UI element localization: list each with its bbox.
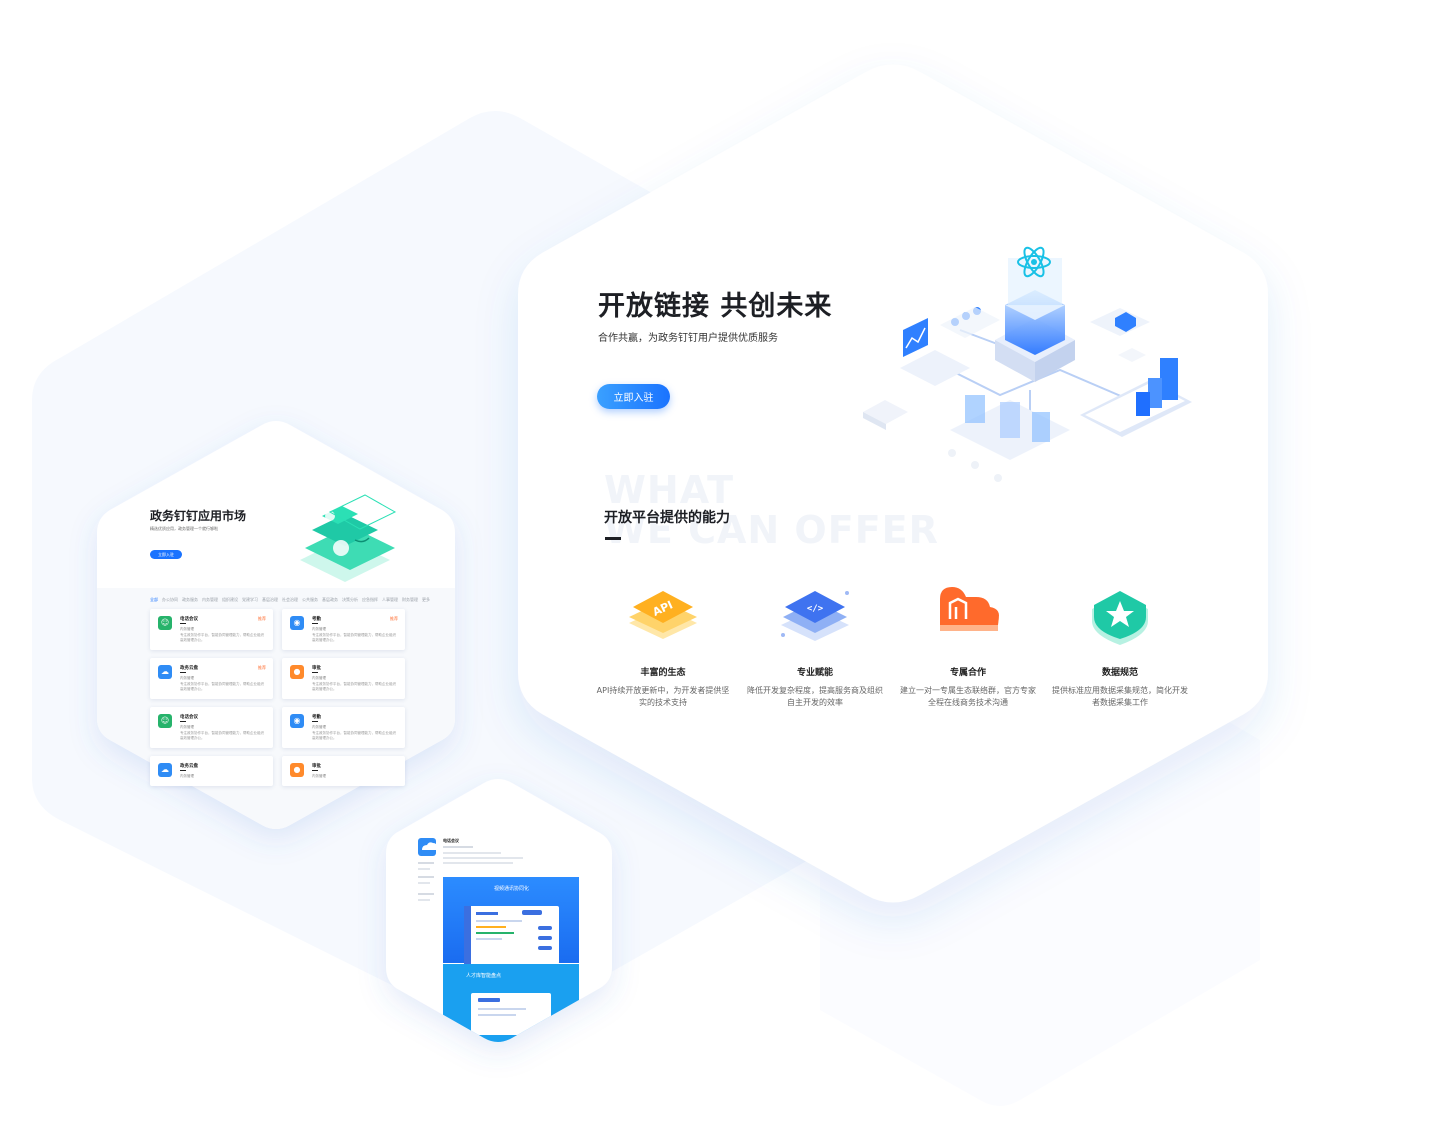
tab-decision[interactable]: 决策分析 [342, 597, 358, 602]
market-illustration [300, 494, 397, 582]
feature-partnership: 专属合作 建立一对一专属生态联络群，官方专家全程在线商务技术沟通 [898, 583, 1038, 709]
app-card[interactable]: ☺ 电话会议 内务管理 专注政务协作平台，智能协同管理能力，帮助企业组织高效管理… [150, 609, 273, 650]
person-icon: ● [290, 665, 304, 679]
detail-app-name: 电话会议 [443, 838, 459, 843]
app-card[interactable]: ☁ 政务云盘 内务管理 [150, 756, 273, 786]
tab-more[interactable]: 更多 [422, 597, 430, 602]
tab-base-gov[interactable]: 基层政务 [322, 597, 338, 602]
feature-data-standard: 数据规范 提供标准应用数据采集规范，简化开发者数据采集工作 [1050, 583, 1190, 709]
recommend-badge: 推荐 [258, 616, 266, 621]
tab-internal[interactable]: 内务管理 [202, 597, 218, 602]
api-layers-icon: API [629, 591, 697, 639]
tab-public[interactable]: 公共服务 [302, 597, 318, 602]
section-title: 开放平台提供的能力 [604, 510, 730, 526]
app-card[interactable]: ☺ 电话会议 内务管理 专注政务协作平台，智能协同管理能力，帮助企业组织高效管理… [150, 707, 273, 748]
location-pin-icon: ◉ [290, 616, 304, 630]
person-icon: ● [290, 763, 304, 777]
main-hexagon [518, 64, 1268, 903]
app-card[interactable]: ◉ 考勤 内务管理 专注政务协作平台，智能协同管理能力，帮助企业组织高效管理办公… [282, 609, 405, 650]
recommend-badge: 推荐 [390, 616, 398, 621]
recommend-badge: 推荐 [258, 665, 266, 670]
tab-grassroots[interactable]: 基层治理 [262, 597, 278, 602]
user-add-icon: ☺ [158, 616, 172, 630]
tab-office[interactable]: 办公协同 [162, 597, 178, 602]
feature-ecosystem: API 丰富的生态 API持续开放更新中，为开发者提供坚实的技术支持 [593, 583, 733, 709]
app-card[interactable]: ☁ 政务云盘 内务管理 专注政务协作平台，智能协同管理能力，帮助企业组织高效管理… [150, 658, 273, 699]
hero-illustration [863, 246, 1192, 482]
detail-banner-2-title: 人才库智能盘点 [466, 973, 502, 979]
location-pin-icon: ◉ [290, 714, 304, 728]
tab-social[interactable]: 社会治理 [282, 597, 298, 602]
svg-text:</>: </> [807, 604, 824, 614]
user-add-icon: ☺ [158, 714, 172, 728]
star-shield-icon [1092, 591, 1148, 645]
app-card[interactable]: ● 审批 内务管理 专注政务协作平台，智能协同管理能力，帮助企业组织高效管理办公… [282, 658, 405, 699]
code-layers-icon: </> [781, 591, 849, 641]
hero-title: 开放链接 共创未来 [598, 291, 833, 322]
cloud-icon: ☁ [158, 763, 172, 777]
cloud-icon: ☁ [158, 665, 172, 679]
tab-emergency[interactable]: 应急指挥 [362, 597, 378, 602]
tab-all[interactable]: 全部 [150, 597, 158, 602]
feature-empower: </> 专业赋能 降低开发复杂程度，提高服务商及组织自主开发的效率 [745, 583, 885, 709]
market-title: 政务钉钉应用市场 [150, 509, 247, 523]
app-card[interactable]: ◉ 考勤 内务管理 专注政务协作平台，智能协同管理能力，帮助企业组织高效管理办公… [282, 707, 405, 748]
tab-party[interactable]: 党建学习 [242, 597, 258, 602]
tab-org[interactable]: 组织建设 [222, 597, 238, 602]
detail-banner-1-title: 视频通讯协同化 [494, 886, 530, 892]
tab-gov-service[interactable]: 政务服务 [182, 597, 198, 602]
tab-hr[interactable]: 人事管理 [382, 597, 398, 602]
hero-subtitle: 合作共赢，为政务钉钉用户提供优质服务 [598, 333, 778, 344]
handshake-heart-icon [940, 587, 999, 631]
section-ghost-heading: WHAT WE CAN OFFER [604, 468, 939, 552]
market-category-tabs: 全部办公协同政务服务内务管理组织建设党建学习基层治理社会治理公共服务基层政务决策… [150, 597, 434, 603]
app-card[interactable]: ● 审批 内务管理 [282, 756, 405, 786]
tab-finance[interactable]: 财务管理 [402, 597, 418, 602]
join-now-button[interactable]: 立即入驻 [597, 384, 670, 409]
market-join-button[interactable]: 立即入驻 [150, 550, 182, 559]
section-title-underline [605, 537, 621, 540]
market-subtitle: 精选优质应用，政务管理一个就行够啦 [150, 526, 218, 531]
